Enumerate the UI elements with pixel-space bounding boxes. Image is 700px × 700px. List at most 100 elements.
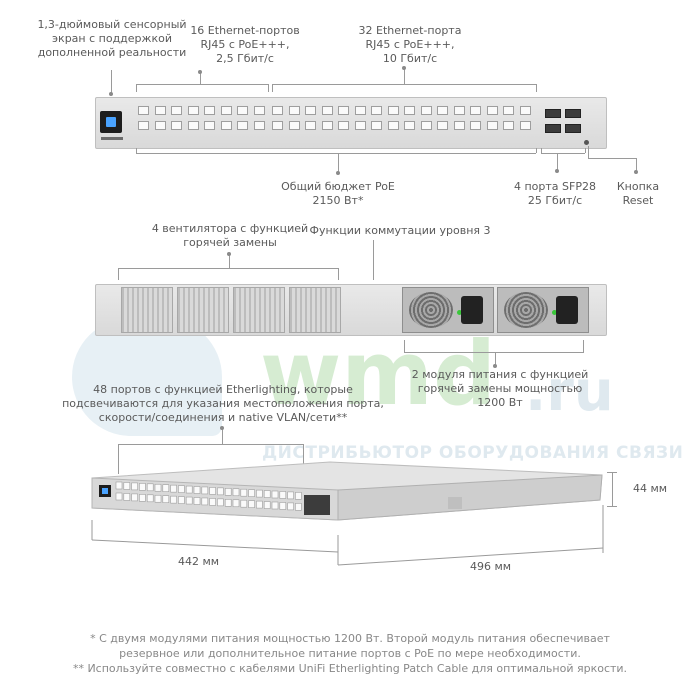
rj45-port[interactable] [232,499,240,508]
rj45-port[interactable] [115,492,123,501]
sfp28-port[interactable] [565,124,581,133]
rj45-port[interactable] [295,503,302,511]
rj45-port[interactable] [453,106,465,115]
rj45-port[interactable] [162,495,170,504]
rj45-port[interactable] [139,494,146,502]
rj45-port[interactable] [295,492,302,500]
rj45-port[interactable] [220,121,232,130]
rj45-port[interactable] [237,106,248,115]
rj45-port[interactable] [138,106,149,115]
rj45-port[interactable] [131,493,138,502]
rj45-port[interactable] [503,121,514,130]
rj45-port[interactable] [171,106,182,115]
rj45-port[interactable] [201,497,209,506]
rj45-port[interactable] [115,481,123,490]
rj45-port[interactable] [248,489,255,497]
rj45-port[interactable] [220,106,232,115]
reset-button[interactable] [584,140,589,145]
rj45-port[interactable] [138,121,149,130]
rj45-port[interactable] [437,121,448,130]
rj45-port[interactable] [256,489,263,498]
rj45-port[interactable] [256,500,263,509]
fan-module-3[interactable] [233,287,285,333]
rj45-port[interactable] [321,121,333,130]
rj45-port[interactable] [263,490,271,498]
rj45-port[interactable] [217,487,224,496]
rj45-port[interactable] [503,106,514,115]
rj45-port[interactable] [338,121,349,130]
rj45-port[interactable] [240,499,248,508]
rj45-port[interactable] [154,106,166,115]
rj45-port[interactable] [271,501,279,510]
touchscreen-display[interactable] [100,111,122,133]
rj45-port[interactable] [253,121,265,130]
rj45-port[interactable] [237,121,248,130]
rj45-port[interactable] [201,486,209,495]
rj45-port[interactable] [486,106,498,115]
rj45-port[interactable] [178,485,185,493]
fan-module-1[interactable] [121,287,173,333]
rj45-port[interactable] [470,106,481,115]
sfp28-port[interactable] [545,109,561,118]
rj45-port[interactable] [279,491,287,499]
rj45-port[interactable] [209,487,216,495]
rj45-port[interactable] [185,496,193,505]
rj45-port[interactable] [404,121,415,130]
rj45-port[interactable] [519,121,531,130]
rj45-port[interactable] [170,495,177,504]
rj45-port[interactable] [162,484,170,493]
rj45-port[interactable] [187,121,199,130]
fan-module-4[interactable] [289,287,341,333]
rj45-port[interactable] [224,487,232,496]
rj45-port[interactable] [123,482,131,490]
rj45-port[interactable] [185,485,193,494]
rj45-port[interactable] [232,488,240,497]
rj45-port[interactable] [193,497,201,505]
fan-module-2[interactable] [177,287,229,333]
rj45-port[interactable] [354,106,366,115]
rj45-port[interactable] [154,121,166,130]
rj45-port[interactable] [187,106,199,115]
rj45-port[interactable] [371,121,382,130]
rj45-port[interactable] [204,106,215,115]
rj45-port[interactable] [248,500,255,508]
rj45-port[interactable] [404,106,415,115]
rj45-port[interactable] [354,121,366,130]
rj45-port[interactable] [131,482,138,491]
rj45-port[interactable] [371,106,382,115]
rj45-port[interactable] [272,121,283,130]
rj45-port[interactable] [193,486,201,494]
sfp28-port[interactable] [565,109,581,118]
rj45-port[interactable] [224,498,232,507]
rj45-port[interactable] [170,484,177,493]
psu-module-2[interactable] [497,287,589,333]
rj45-port[interactable] [240,488,248,497]
rj45-port[interactable] [437,106,448,115]
rj45-port[interactable] [272,106,283,115]
rj45-port[interactable] [253,106,265,115]
rj45-port[interactable] [321,106,333,115]
rj45-port[interactable] [287,491,294,500]
rj45-port[interactable] [154,483,162,492]
rj45-port[interactable] [178,496,185,504]
rj45-port[interactable] [209,498,216,506]
rj45-port[interactable] [146,494,154,503]
rj45-port[interactable] [453,121,465,130]
rj45-port[interactable] [171,121,182,130]
rj45-port[interactable] [288,121,300,130]
rj45-port[interactable] [387,106,399,115]
psu-module-1[interactable] [402,287,494,333]
rj45-port[interactable] [420,121,432,130]
sfp28-port[interactable] [545,124,561,133]
rj45-port[interactable] [146,483,154,492]
rj45-port[interactable] [217,498,224,507]
rj45-port[interactable] [305,121,316,130]
rj45-port[interactable] [271,490,279,499]
rj45-port[interactable] [123,493,131,501]
rj45-port[interactable] [470,121,481,130]
rj45-port[interactable] [519,106,531,115]
rj45-port[interactable] [263,501,271,509]
rj45-port[interactable] [288,106,300,115]
rj45-port[interactable] [139,483,146,491]
rj45-port[interactable] [338,106,349,115]
